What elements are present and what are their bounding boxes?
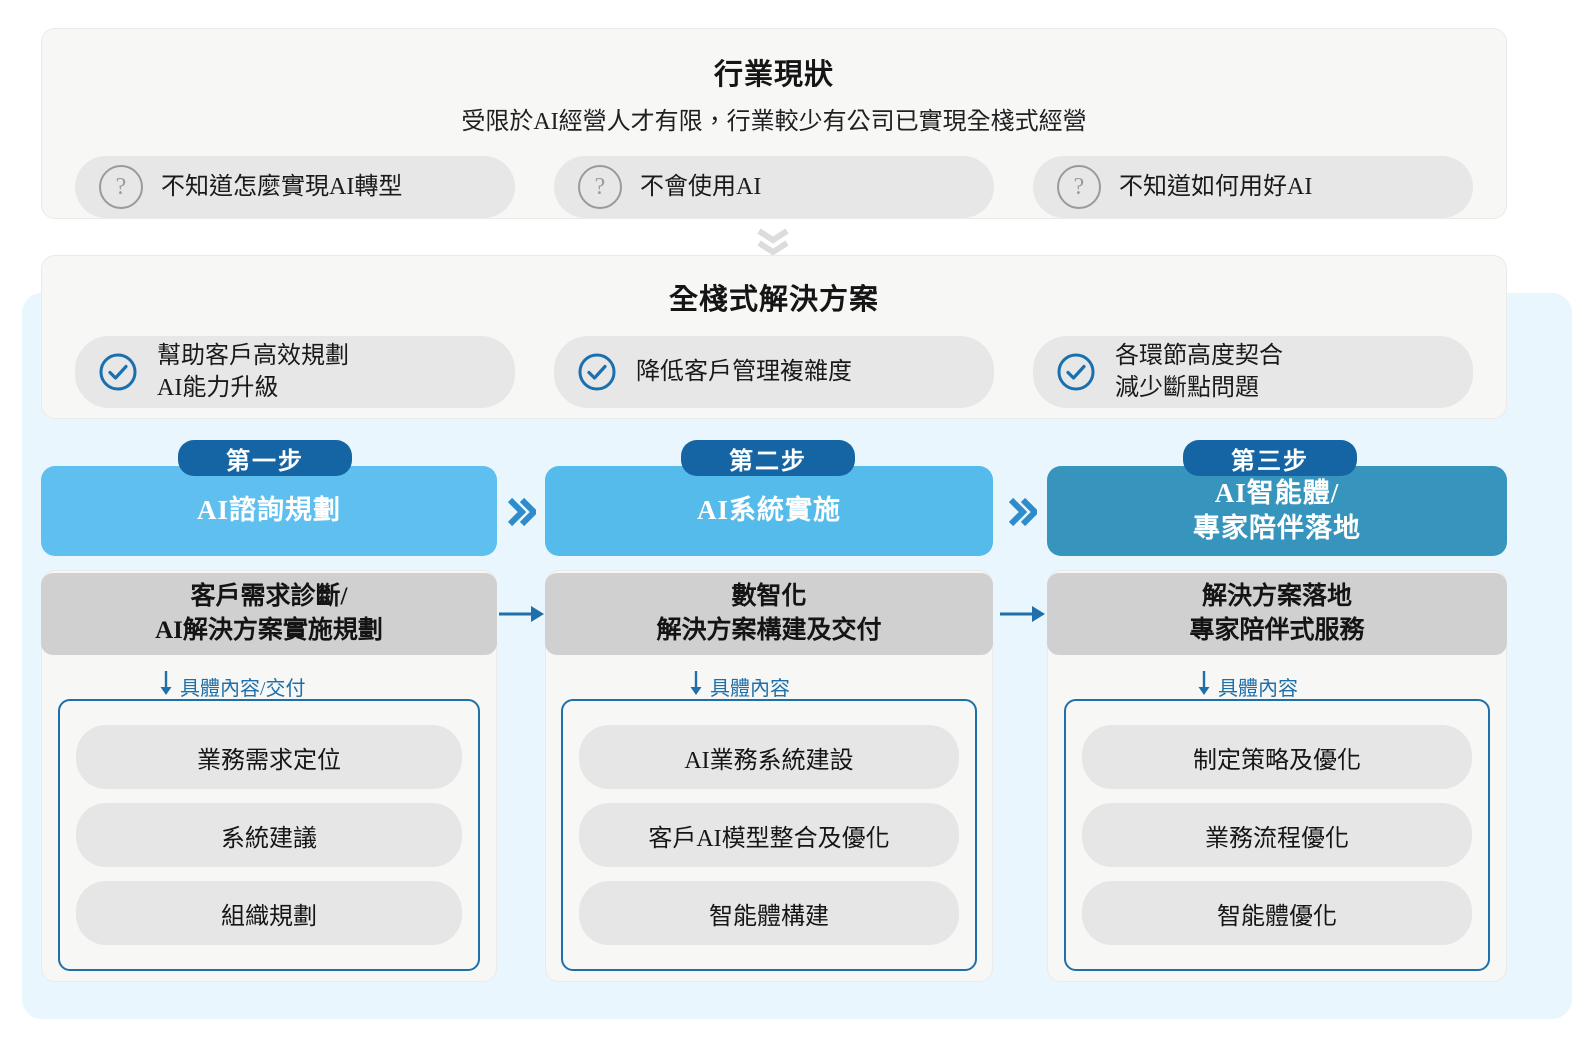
question-mark-icon: ? [578, 165, 622, 209]
arrow-right-icon [499, 602, 545, 626]
step-badge-1: 第一步 [178, 440, 352, 476]
solution-item[interactable]: 降低客戶管理複雜度 [554, 336, 994, 408]
solution-title: 全棧式解決方案 [668, 284, 879, 316]
current-state-item-label: 不知道怎麼實現AI轉型 [161, 173, 403, 200]
step-detail-box-2: AI業務系統建設 客戶AI模型整合及優化 智能體構建 [561, 699, 977, 971]
current-state-item[interactable]: ? 不知道怎麼實現AI轉型 [75, 156, 515, 218]
step-header-3[interactable]: AI智能體/ 專家陪伴落地 [1047, 466, 1507, 556]
solution-item-label: 幫助客戶高效規劃 AI能力升級 [157, 342, 349, 401]
step-detail-label-text-3: 具體內容 [1218, 677, 1298, 700]
solution-item-label: 各環節高度契合 減少斷點問題 [1115, 342, 1283, 401]
question-mark-icon: ? [99, 165, 143, 209]
double-chevron-right-icon [506, 492, 539, 532]
detail-item[interactable]: 業務需求定位 [76, 725, 462, 789]
step-detail-label-text-2: 具體內容 [710, 677, 790, 700]
current-state-item-label: 不知道如何用好AI [1119, 173, 1313, 200]
step-detail-box-3: 制定策略及優化 業務流程優化 智能體優化 [1064, 699, 1490, 971]
arrow-down-icon [1197, 670, 1211, 702]
double-chevron-down-icon [753, 226, 793, 256]
arrow-right-icon [1000, 602, 1046, 626]
current-state-item[interactable]: ? 不會使用AI [554, 156, 994, 218]
current-state-panel: 行業現狀 受限於AI經營人才有限，行業較少有公司已實現全棧式經營 ? 不知道怎麼… [41, 28, 1507, 219]
step-detail-label-1: 具體內容/交付 [159, 670, 306, 702]
current-state-subtitle: 受限於AI經營人才有限，行業較少有公司已實現全棧式經營 [461, 109, 1087, 135]
solution-item[interactable]: 幫助客戶高效規劃 AI能力升級 [75, 336, 515, 408]
step-detail-box-1: 業務需求定位 系統建議 組織規劃 [58, 699, 480, 971]
solution-item[interactable]: 各環節高度契合 減少斷點問題 [1033, 336, 1473, 408]
detail-item[interactable]: 客戶AI模型整合及優化 [579, 803, 959, 867]
current-state-item[interactable]: ? 不知道如何用好AI [1033, 156, 1473, 218]
arrow-down-icon [159, 670, 173, 702]
step-badge-2: 第二步 [681, 440, 855, 476]
step-header-2[interactable]: AI系統實施 [545, 466, 993, 556]
solution-pill-row: 幫助客戶高效規劃 AI能力升級 降低客戶管理複雜度 各環節高度契合 減少斷點問題 [42, 336, 1506, 408]
current-state-title: 行業現狀 [713, 59, 834, 91]
solution-panel: 全棧式解決方案 幫助客戶高效規劃 AI能力升級 降低客戶管理複雜度 [41, 255, 1507, 419]
current-state-pill-row: ? 不知道怎麼實現AI轉型 ? 不會使用AI ? 不知道如何用好AI [42, 156, 1506, 218]
step-header-1[interactable]: AI諮詢規劃 [41, 466, 497, 556]
check-circle-icon [97, 351, 139, 393]
check-circle-icon [576, 351, 618, 393]
detail-item[interactable]: 智能體優化 [1082, 881, 1472, 945]
detail-item[interactable]: AI業務系統建設 [579, 725, 959, 789]
step-detail-label-text-1: 具體內容/交付 [180, 677, 306, 700]
detail-item[interactable]: 業務流程優化 [1082, 803, 1472, 867]
arrow-down-icon [689, 670, 703, 702]
detail-item[interactable]: 組織規劃 [76, 881, 462, 945]
question-mark-icon: ? [1057, 165, 1101, 209]
current-state-item-label: 不會使用AI [640, 173, 762, 200]
check-circle-icon [1055, 351, 1097, 393]
step-subhead-3: 解決方案落地 專家陪伴式服務 [1047, 573, 1507, 655]
step-detail-label-3: 具體內容 [1197, 670, 1298, 702]
detail-item[interactable]: 制定策略及優化 [1082, 725, 1472, 789]
step-detail-label-2: 具體內容 [689, 670, 790, 702]
detail-item[interactable]: 智能體構建 [579, 881, 959, 945]
step-subhead-1: 客戶需求診斷/ AI解決方案實施規劃 [41, 573, 497, 655]
step-subhead-2: 數智化 解決方案構建及交付 [545, 573, 993, 655]
detail-item[interactable]: 系統建議 [76, 803, 462, 867]
step-badge-3: 第三步 [1183, 440, 1357, 476]
double-chevron-right-icon [1007, 492, 1040, 532]
solution-item-label: 降低客戶管理複雜度 [636, 358, 852, 385]
